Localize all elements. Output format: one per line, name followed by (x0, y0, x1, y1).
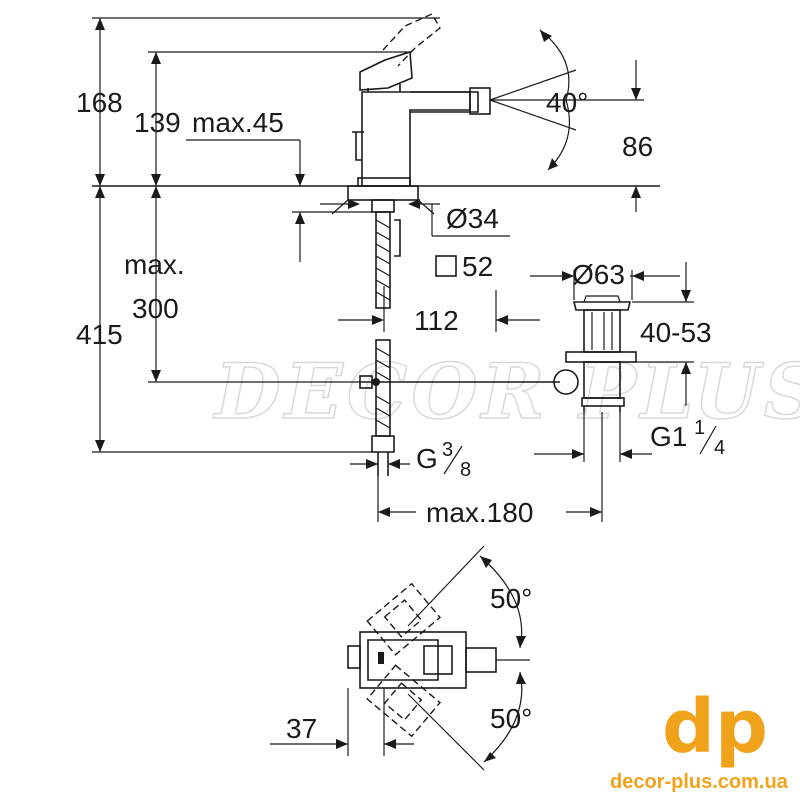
label-max: max. (124, 249, 185, 280)
dim-g38-arrow-r (388, 459, 400, 469)
label-139: 139 (134, 107, 181, 138)
plan-back-cap (347, 645, 361, 669)
g114-den: 4 (714, 437, 725, 459)
label-300: 300 (132, 293, 179, 324)
dim-34-arrow (295, 212, 305, 224)
label-37: 37 (286, 713, 317, 744)
angle-ray-up (489, 69, 577, 101)
hose-braid-upper (375, 219, 391, 301)
hose-braid-lower (375, 347, 391, 429)
dim-g38-arrow-l (366, 459, 378, 469)
label-diam-63: Ø63 (572, 259, 625, 290)
hose-upper (375, 211, 391, 309)
dim-diam-arrow-r (408, 199, 420, 209)
plan-angle-ray-up (407, 545, 485, 627)
lever-handle (359, 50, 413, 91)
popup-waste (553, 295, 637, 412)
dimension-labels: 168 139 max.45 40° 86 Ø34 52 max. 300 41… (76, 87, 725, 744)
plan-lever-rot-up (366, 582, 441, 656)
waste-body-ribs (591, 312, 613, 350)
dim-86-arrow-d (631, 186, 641, 198)
g38-slash (443, 445, 463, 475)
plan-arc-arrow-up2 (516, 636, 526, 648)
waste-body (583, 309, 621, 353)
g114-num: 1 (694, 417, 705, 439)
label-diam-34: Ø34 (446, 203, 499, 234)
g38-den: 8 (460, 459, 471, 481)
plan-lever-mark (378, 652, 384, 664)
dim-86-arrow-u (631, 88, 641, 100)
hose-connector (371, 435, 395, 453)
plan-lever-square (423, 645, 453, 675)
dim-112-arrow-l (372, 315, 384, 325)
dim-37-arrow-l (336, 739, 348, 749)
angle-arrow-up (540, 30, 552, 42)
mixer-plan-view (270, 545, 530, 771)
plan-angle-ray-down (407, 693, 485, 771)
popup-rod (352, 131, 364, 161)
lever-neck (367, 84, 401, 92)
label-40-53: 40-53 (640, 317, 712, 348)
square-symbol (435, 255, 457, 277)
lever-raised-dashed (382, 13, 441, 67)
plan-arc-arrow-down2 (484, 752, 496, 762)
base-flange (357, 177, 411, 187)
plan-arc-arrow-down (516, 672, 526, 684)
label-86: 86 (622, 131, 653, 162)
g114-slash (699, 425, 717, 455)
label-angle-50-lower: 50° (490, 703, 532, 734)
dim-g114-arrow-r (620, 449, 632, 459)
dim-g114-arrow-l (572, 449, 584, 459)
label-52: 52 (462, 251, 493, 282)
dim-45-arrow (295, 174, 305, 186)
plan-lever (367, 639, 439, 681)
angle-arrow-down (548, 158, 558, 170)
watermark: DECOR PLUS (213, 347, 800, 436)
dim-112-arrow-r (496, 315, 508, 325)
g38-base: G (416, 443, 438, 474)
mixer-spout (410, 91, 479, 113)
logo-mark: dp (662, 684, 768, 770)
decor-plus-logo: dp decor-plus.com.ua (610, 684, 789, 793)
waste-cap (572, 301, 632, 311)
waste-ring (581, 397, 625, 407)
mount-nut (371, 199, 395, 213)
dimension-lines (92, 17, 694, 522)
mount-plate (347, 185, 419, 201)
mixer-body (361, 91, 471, 186)
dim-4053-arrow-u (681, 290, 691, 302)
label-angle-50-upper: 50° (490, 583, 532, 614)
waste-cap-top (583, 295, 621, 303)
plan-lever-rot-down (366, 664, 441, 738)
angle-ray-down (489, 99, 577, 131)
square-52-label: 52 (435, 251, 493, 282)
label-g114: G1 1 4 (650, 417, 725, 459)
label-415: 415 (76, 319, 123, 350)
logo-url: decor-plus.com.ua (610, 771, 789, 793)
dim-63-arrow-r (632, 271, 644, 281)
g38-num: 3 (442, 439, 453, 461)
dim-diam-arrow-l (348, 199, 360, 209)
hose-end (377, 452, 389, 476)
plan-arc-arrow-up (480, 556, 492, 568)
dim-4053-arrow-d (681, 362, 691, 374)
dim-63-arrow-l (562, 271, 574, 281)
label-168: 168 (76, 87, 123, 118)
aerator (469, 87, 491, 115)
label-max180: max.180 (426, 497, 533, 528)
g114-base: G1 (650, 421, 687, 452)
label-angle-40: 40° (546, 87, 588, 118)
waste-lever-joint (553, 369, 579, 395)
label-g38: G 3 8 (416, 439, 471, 481)
rod-clip (394, 219, 401, 257)
plan-spout (465, 647, 497, 673)
label-112: 112 (414, 305, 459, 336)
dim-37-arrow-r (384, 739, 396, 749)
pull-rod-joint (372, 378, 380, 386)
label-max45: max.45 (192, 107, 284, 138)
